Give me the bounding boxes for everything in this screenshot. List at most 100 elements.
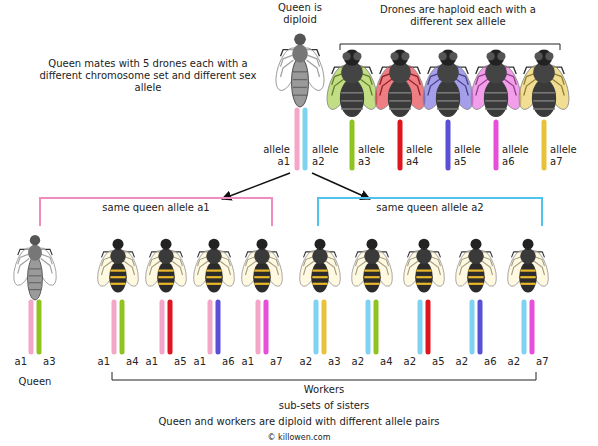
bee-part [468, 276, 483, 278]
bee-part [206, 249, 221, 264]
group-note: sub-sets of sisters [277, 400, 372, 412]
bee-part [157, 262, 175, 293]
figure-caption: Drones are haploid each with a different… [370, 4, 546, 28]
inherit-arrow [222, 173, 290, 199]
bee-part [439, 52, 447, 60]
allele-bar [303, 110, 308, 168]
allele-pair-label: a4 [126, 356, 146, 368]
worker-figure [348, 239, 396, 293]
allele-pair-label: a6 [484, 356, 504, 368]
allele-pair-label: a6 [222, 356, 242, 368]
bee-part [363, 262, 381, 293]
bee-part [437, 100, 459, 102]
bee-part [293, 71, 307, 72]
allele-pair-label: a3 [43, 356, 63, 368]
allele-pair-label: a1 [138, 356, 158, 368]
allele-bar [522, 302, 527, 352]
allele-bar [322, 302, 327, 352]
bee-part [533, 92, 555, 94]
bee-part [29, 275, 42, 276]
intro-note: Queen mates with 5 drones each with a di… [28, 58, 268, 94]
bee-part [254, 249, 269, 264]
bee-part [364, 249, 379, 264]
bee-part [545, 52, 553, 60]
bracket-label: same queen allele a2 [374, 202, 485, 214]
bee-part [415, 262, 433, 293]
queen-figure [10, 235, 60, 300]
bee-part [364, 276, 379, 278]
bee-part [416, 270, 431, 272]
bee-part [253, 262, 271, 293]
bee-part [254, 270, 269, 272]
bee-part [388, 79, 412, 117]
bee-part [312, 276, 327, 278]
bee-part [110, 249, 125, 264]
bee-part [419, 239, 430, 250]
drone-figure [466, 50, 525, 118]
bee-part [520, 283, 535, 285]
bee-part [416, 249, 431, 264]
allele-bar [542, 122, 547, 168]
bee-part [28, 256, 43, 300]
bee-part [497, 52, 505, 60]
allele-bar [366, 302, 371, 352]
allele-bar [398, 122, 403, 168]
bee-part [533, 100, 555, 102]
bee-part [311, 262, 329, 293]
allele-bar [168, 302, 173, 352]
worker-figure [400, 239, 448, 293]
bee-part [158, 249, 173, 264]
allele-bar [295, 110, 300, 168]
bee-part [485, 100, 507, 102]
allele-pair-label: a2 [292, 356, 312, 368]
bee-part [484, 79, 508, 117]
bee-part [29, 282, 42, 283]
allele-pair-label: a7 [536, 356, 556, 368]
bee-part [487, 52, 495, 60]
bee-part [485, 108, 507, 110]
allele-bar [160, 302, 165, 352]
bee-part [209, 239, 220, 250]
bee-part [391, 52, 399, 60]
bee-part [340, 79, 364, 117]
pink-bracket [40, 198, 272, 226]
bee-part [254, 276, 269, 278]
bee-part [293, 95, 307, 96]
allele-bar [446, 122, 451, 168]
bee-part [110, 270, 125, 272]
allele-bar [478, 302, 483, 352]
bee-part [293, 87, 307, 88]
bee-part [292, 45, 308, 63]
bee-part [353, 52, 361, 60]
bee-part [389, 100, 411, 102]
allele-bar [264, 302, 269, 352]
allele-pair-label: a2 [448, 356, 468, 368]
bee-part [389, 108, 411, 110]
bee-part [416, 276, 431, 278]
allele-pair-label: a2 [344, 356, 364, 368]
allele-pair-label: a5 [432, 356, 452, 368]
figure-caption: Queen is diploid [265, 2, 335, 26]
drones-bracket [340, 44, 560, 50]
allele-label: allele a3 [358, 144, 400, 168]
allele-bar [37, 302, 42, 352]
bee-part [158, 283, 173, 285]
bee-part [206, 276, 221, 278]
bee-part [109, 262, 127, 293]
bee-part [28, 245, 42, 261]
bee-part [437, 92, 459, 94]
bee-part [312, 283, 327, 285]
drone-figure [370, 50, 429, 118]
allele-label: allele a6 [502, 144, 544, 168]
worker-figure [296, 239, 344, 293]
blue-bracket [318, 198, 542, 226]
bee-part [520, 249, 535, 264]
bee-part [485, 92, 507, 94]
bee-part [161, 239, 172, 250]
bee-part [29, 268, 42, 269]
bee-part [110, 283, 125, 285]
bee-part [113, 239, 124, 250]
bee-part [519, 262, 537, 293]
bee-part [158, 270, 173, 272]
drone-figure [418, 50, 477, 118]
